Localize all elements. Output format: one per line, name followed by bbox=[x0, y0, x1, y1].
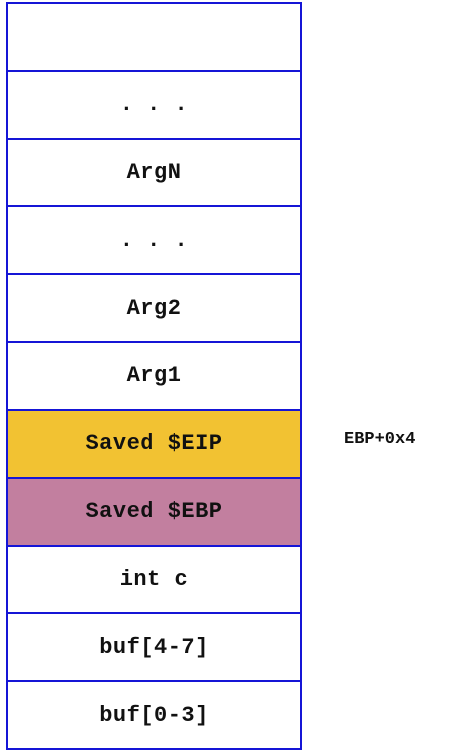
stack-cell-ellipsis-upper: . . . bbox=[8, 69, 300, 138]
stack-cell-top-empty bbox=[8, 4, 300, 70]
stack-cell-buf-4-7: buf[4-7] bbox=[8, 612, 300, 681]
stack-frame: . . . ArgN . . . Arg2 Arg1 Saved $EIP Sa… bbox=[6, 2, 302, 750]
stack-cell-ellipsis-lower: . . . bbox=[8, 205, 300, 274]
stack-cell-int-c: int c bbox=[8, 544, 300, 613]
stack-cell-arg2: Arg2 bbox=[8, 273, 300, 342]
stack-cell-buf-0-3: buf[0-3] bbox=[8, 680, 300, 748]
stack-cell-saved-eip: Saved $EIP bbox=[8, 408, 300, 477]
stack-cell-argn: ArgN bbox=[8, 137, 300, 206]
eip-offset-label: EBP+0x4 bbox=[344, 430, 416, 449]
stack-cell-arg1: Arg1 bbox=[8, 341, 300, 409]
stack-cell-saved-ebp: Saved $EBP bbox=[8, 476, 300, 545]
